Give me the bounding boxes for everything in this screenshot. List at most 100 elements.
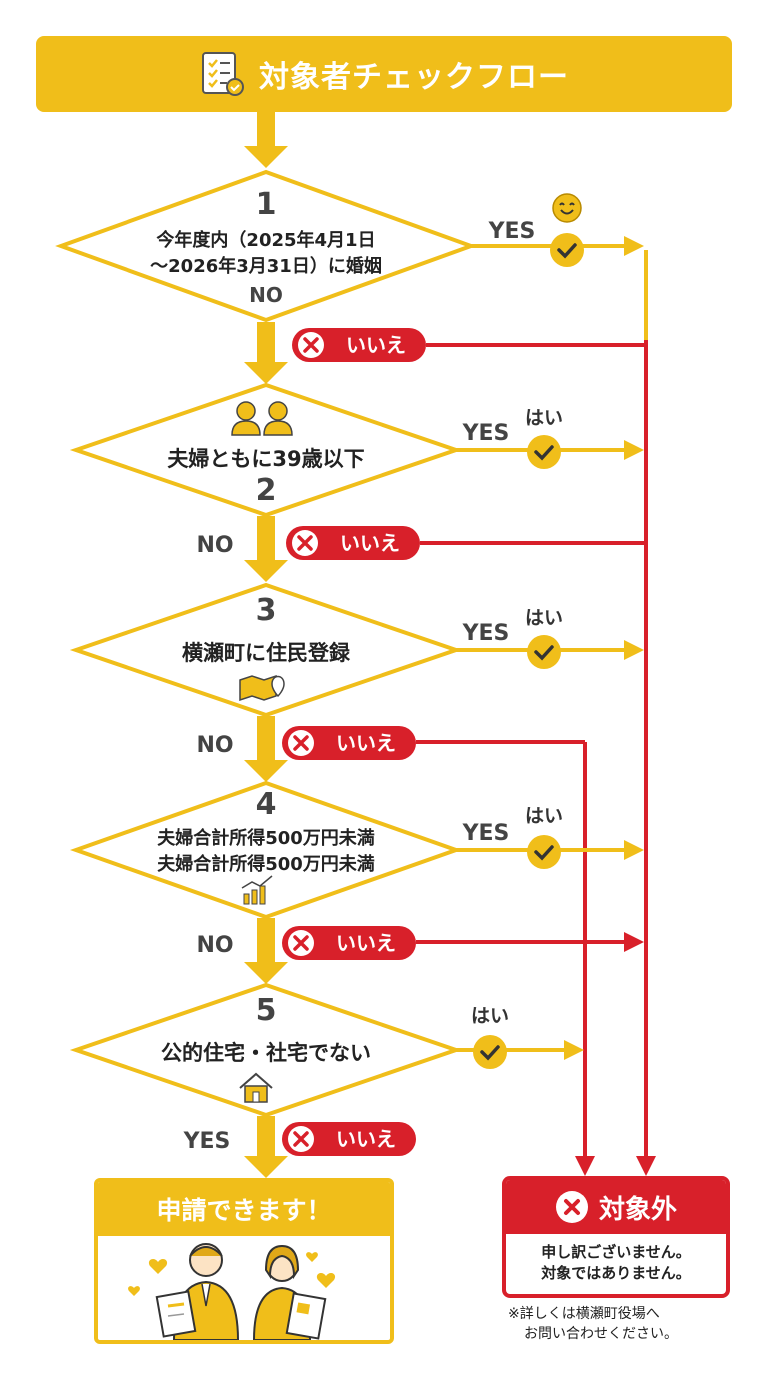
arrow-step5-to-result-shaft	[257, 1116, 275, 1158]
ineligible-line: 対象ではありません。	[541, 1264, 691, 1282]
yes-label: YES	[462, 821, 510, 846]
yes-label: YES	[488, 219, 536, 244]
result-ineligible-message: 申し訳ございません。 対象ではありません。	[506, 1234, 726, 1284]
no-badge	[286, 526, 420, 560]
header-banner: 対象者チェックフロー	[36, 36, 732, 112]
step-condition-text: 夫婦合計所得500万円未満	[157, 827, 375, 849]
check-mark-icon	[480, 1045, 500, 1061]
result-ineligible-title: 対象外	[598, 1194, 677, 1225]
step-number: 5	[256, 993, 277, 1028]
check-circle-icon	[473, 1035, 507, 1069]
result-ineligible-header: 対象外	[506, 1180, 726, 1234]
no-badge	[292, 328, 426, 362]
no-label: NO	[196, 933, 233, 958]
arrow-step3-to-step4-head	[244, 760, 288, 782]
step-condition-text: 横瀬町に住民登録	[182, 641, 351, 665]
arrow-step2-to-step3-head	[244, 560, 288, 582]
no-badge-label: いいえ	[346, 333, 406, 357]
connectors	[244, 112, 656, 1178]
couple-icon	[236, 401, 256, 421]
arrow-step1-to-step2-head	[244, 362, 288, 384]
chart-bar	[259, 885, 266, 905]
smile-mouth	[560, 209, 574, 215]
no-badge	[282, 726, 416, 760]
decision-diamond	[69, 582, 463, 718]
smile-icon	[552, 193, 582, 223]
result-eligible-box: 申請できます！	[94, 1178, 394, 1344]
house-icon	[239, 1072, 273, 1089]
decision-diamond	[69, 982, 463, 1118]
x-mark-icon	[297, 535, 313, 551]
arrow-step1-to-step2-shaft	[257, 322, 275, 364]
check-mark-icon	[534, 845, 554, 861]
hai-label: はい	[471, 1005, 509, 1027]
chart-icon	[243, 893, 250, 905]
step-condition-text: 夫婦ともに39歳以下	[167, 447, 364, 471]
map-icon	[239, 674, 277, 702]
no-badge-label: いいえ	[340, 531, 400, 555]
step-number: 2	[256, 473, 277, 508]
decision-diamond	[55, 169, 477, 323]
no-badge-label: いいえ	[336, 1127, 396, 1151]
no-badge	[282, 1122, 416, 1156]
step-condition-text: ～2026年3月31日）に婚姻	[150, 255, 382, 277]
x-mark-icon	[303, 337, 319, 353]
no-label: NO	[249, 283, 283, 307]
page-title: 対象者チェックフロー	[259, 60, 569, 95]
no-badge-label: いいえ	[336, 931, 396, 955]
x-mark-icon	[293, 735, 309, 751]
step-number: 3	[256, 593, 277, 628]
check-mark-icon	[534, 445, 554, 461]
arrow-step4-to-step5-head	[244, 962, 288, 984]
house-door	[252, 1091, 260, 1103]
checklist-icon	[202, 52, 244, 96]
step-number: 1	[256, 187, 277, 222]
check-circle-icon	[527, 435, 561, 469]
check-circle-icon	[550, 233, 584, 267]
person-body	[231, 420, 261, 436]
arrow-header-to-step1-head	[244, 146, 288, 168]
hai-label: はい	[525, 607, 563, 629]
step-condition-text: 今年度内（2025年4月1日	[156, 229, 375, 251]
result-eligible-title: 申請できます！	[98, 1182, 390, 1236]
result-ineligible-box: 対象外 申し訳ございません。 対象ではありません。	[502, 1176, 730, 1298]
decision-diamond	[69, 780, 463, 920]
ineligible-line: 申し訳ございません。	[541, 1243, 691, 1261]
chart-bar	[251, 889, 258, 905]
x-circle-icon	[555, 1191, 588, 1223]
arrow-step2-to-step3-shaft	[257, 516, 275, 562]
x-mark-icon	[293, 1131, 309, 1147]
check-mark-icon	[534, 645, 554, 661]
yes-label: YES	[462, 421, 510, 446]
check-circle-icon	[527, 835, 561, 869]
step-condition-text: 夫婦合計所得500万円未満	[157, 853, 375, 875]
no-label: NO	[196, 733, 233, 758]
couple-with-documents-illustration	[128, 1243, 336, 1340]
x-mark-icon	[293, 935, 309, 951]
decision-diamond	[69, 382, 463, 518]
yes-label: YES	[462, 621, 510, 646]
arrow-step4-to-step5-shaft	[257, 918, 275, 964]
person-body	[263, 420, 293, 436]
step-3: 3 横瀬町に住民登録 YES はい NO いいえ	[69, 582, 563, 760]
arrow-step5-to-result-head	[244, 1156, 288, 1178]
check-mark-icon	[557, 243, 577, 259]
arrow-header-to-step1-shaft	[257, 112, 275, 148]
person-head	[268, 401, 288, 421]
no-label: YES	[183, 1129, 231, 1154]
smile-eyes	[559, 202, 575, 206]
check-circle-icon	[527, 635, 561, 669]
hai-label: はい	[525, 805, 563, 827]
no-badge-label: いいえ	[336, 731, 396, 755]
step-1: 1 今年度内（2025年4月1日 ～2026年3月31日）に婚姻 YES NO いいえ	[55, 169, 584, 362]
location-pin-icon	[271, 675, 285, 698]
note-line: ※詳しくは横瀬町役場へ	[508, 1306, 660, 1322]
no-badge	[282, 926, 416, 960]
steps: 1今年度内（2025年4月1日～2026年3月31日）に婚姻YESNOいいえ2夫…	[55, 169, 584, 1156]
trend-line	[241, 875, 273, 889]
note-line: お問い合わせください。	[524, 1326, 678, 1342]
